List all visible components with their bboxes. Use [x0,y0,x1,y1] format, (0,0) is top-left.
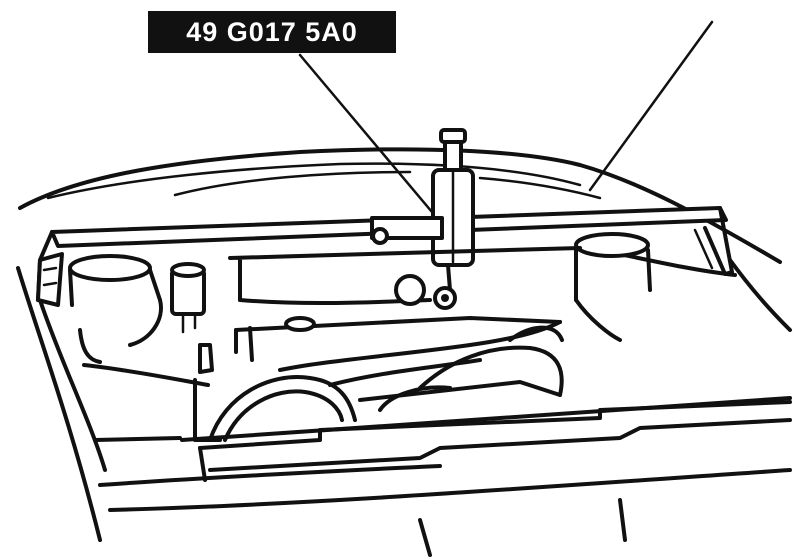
radiator-support [93,396,792,487]
tool-number-label: 49 G017 5A0 [148,11,396,53]
engine-block [193,246,582,442]
left-fender [16,266,210,542]
right-fender [598,248,792,332]
hood-outline [18,147,782,264]
leader-lines [298,20,714,220]
right-reservoir [574,232,652,342]
reservoirs [68,254,206,347]
pulleys-belts [208,320,564,442]
front-bumper [108,468,792,557]
tool-leader-line [298,53,439,220]
support-leader-line [588,20,714,192]
engine-hanger-tool [370,128,475,310]
